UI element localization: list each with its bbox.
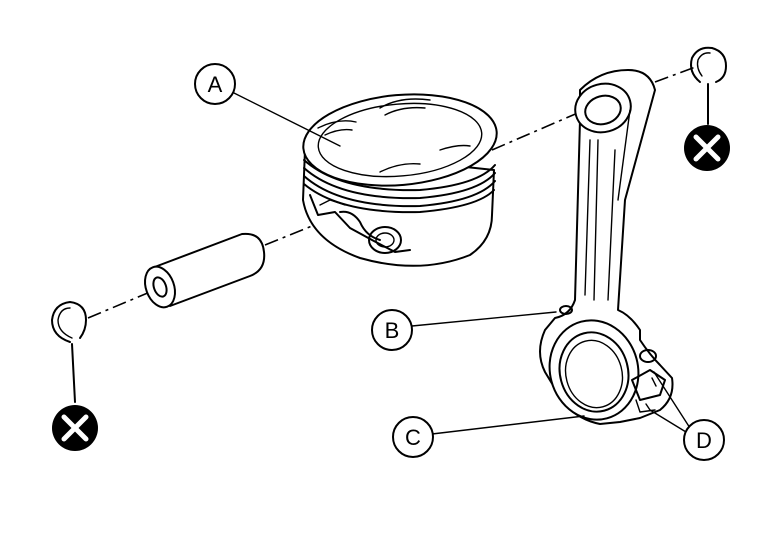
callout-c: C: [392, 416, 434, 458]
callout-b-label: B: [385, 318, 400, 343]
callout-d-label: D: [696, 428, 712, 453]
callout-a-label: A: [208, 72, 223, 97]
connecting-rod: [539, 69, 674, 425]
callout-c-label: C: [405, 425, 421, 450]
callout-b: B: [371, 309, 413, 351]
callout-a: A: [194, 63, 236, 105]
do-not-reuse-left-icon: [52, 405, 98, 451]
piston-pin: [144, 232, 266, 309]
snap-ring-left: [51, 301, 87, 403]
do-not-reuse-right-icon: [684, 125, 730, 171]
callout-d: D: [683, 419, 725, 461]
piston: [302, 93, 498, 267]
snap-ring-right: [690, 46, 727, 125]
callout-leaders: [231, 91, 691, 435]
